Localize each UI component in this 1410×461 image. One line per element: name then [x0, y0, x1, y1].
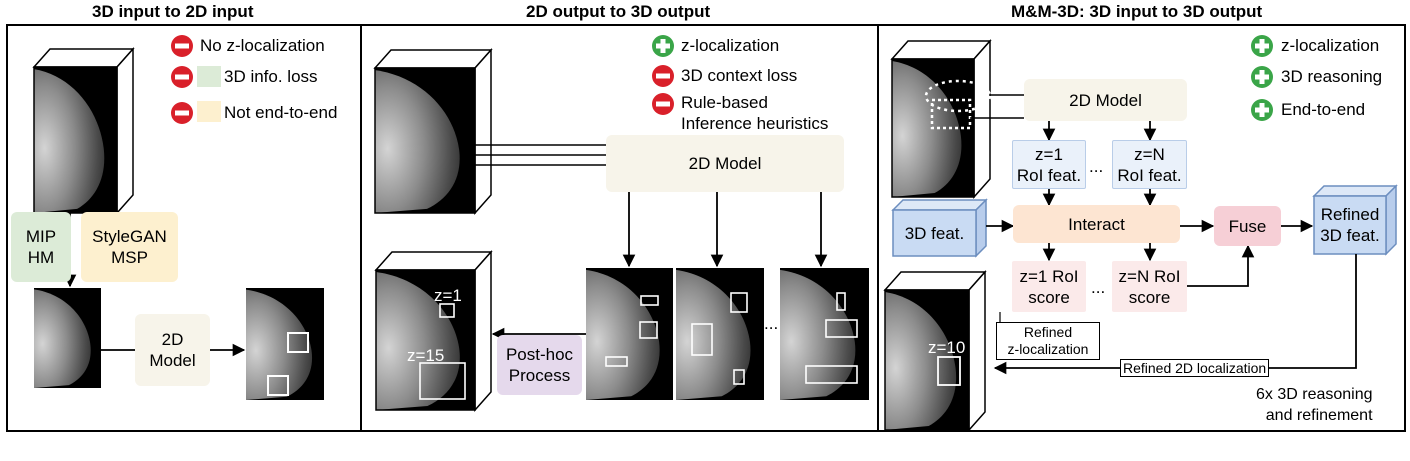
- slice-image: [586, 268, 673, 400]
- model-2d-box-3: 2D Model: [1024, 79, 1187, 121]
- synthesized-2d-image: [34, 288, 101, 388]
- fuse-box: Fuse: [1214, 206, 1281, 246]
- volume-cube-1: [32, 47, 135, 215]
- legend-z-localization-3: z-localization: [1281, 36, 1380, 55]
- refined-2d-localization-label: Refined 2D localization: [1120, 359, 1270, 377]
- output-2d-image: [246, 288, 324, 400]
- panel2-title: 2D output to 3D output: [526, 2, 711, 21]
- slice-image: [676, 268, 764, 400]
- panel3-frame: [877, 24, 1406, 432]
- legend-3d-reasoning: 3D reasoning: [1281, 67, 1383, 86]
- z1-label: z=1: [434, 286, 462, 305]
- z10-label: z=10: [928, 338, 966, 357]
- legend-rule-based: Rule-based: [681, 93, 768, 112]
- legend-3d-context-loss: 3D context loss: [681, 66, 798, 85]
- score-ellipsis: ...: [1091, 278, 1106, 297]
- z15-label: z=15: [407, 346, 445, 365]
- legend-3d-info-loss: 3D info. loss: [224, 67, 318, 86]
- output-cube-3: [883, 270, 987, 432]
- legend-end-to-end: End-to-end: [1281, 100, 1366, 119]
- detection-box: [267, 375, 289, 396]
- output-cube-2: [374, 250, 493, 412]
- interact-box: Interact: [1013, 205, 1180, 243]
- feat3d-label: 3D feat.: [904, 223, 965, 243]
- panel1-title: 3D input to 2D input: [92, 2, 254, 21]
- roi-ellipsis: ...: [1089, 157, 1104, 176]
- slice-ellipsis: ...: [764, 314, 779, 333]
- feat3d-cube: [891, 198, 988, 258]
- detection-box: [287, 332, 309, 353]
- panel3-title: M&M-3D: 3D input to 3D output: [1011, 2, 1263, 21]
- slice-image: [780, 268, 869, 400]
- volume-cube-2: [373, 48, 493, 215]
- legend-z-localization: z-localization: [681, 36, 780, 55]
- footer-note: 6x 3D reasoning and refinement: [1256, 386, 1373, 424]
- legend-no-z-localization: No z-localization: [200, 36, 325, 55]
- volume-cube-3: [890, 39, 992, 199]
- model-2d-box-2: 2D Model: [606, 135, 844, 192]
- refined-feat-cube: [1312, 184, 1398, 256]
- legend-not-end-to-end: Not end-to-end: [224, 103, 338, 122]
- legend-inference-heuristics: Inference heuristics: [681, 114, 829, 133]
